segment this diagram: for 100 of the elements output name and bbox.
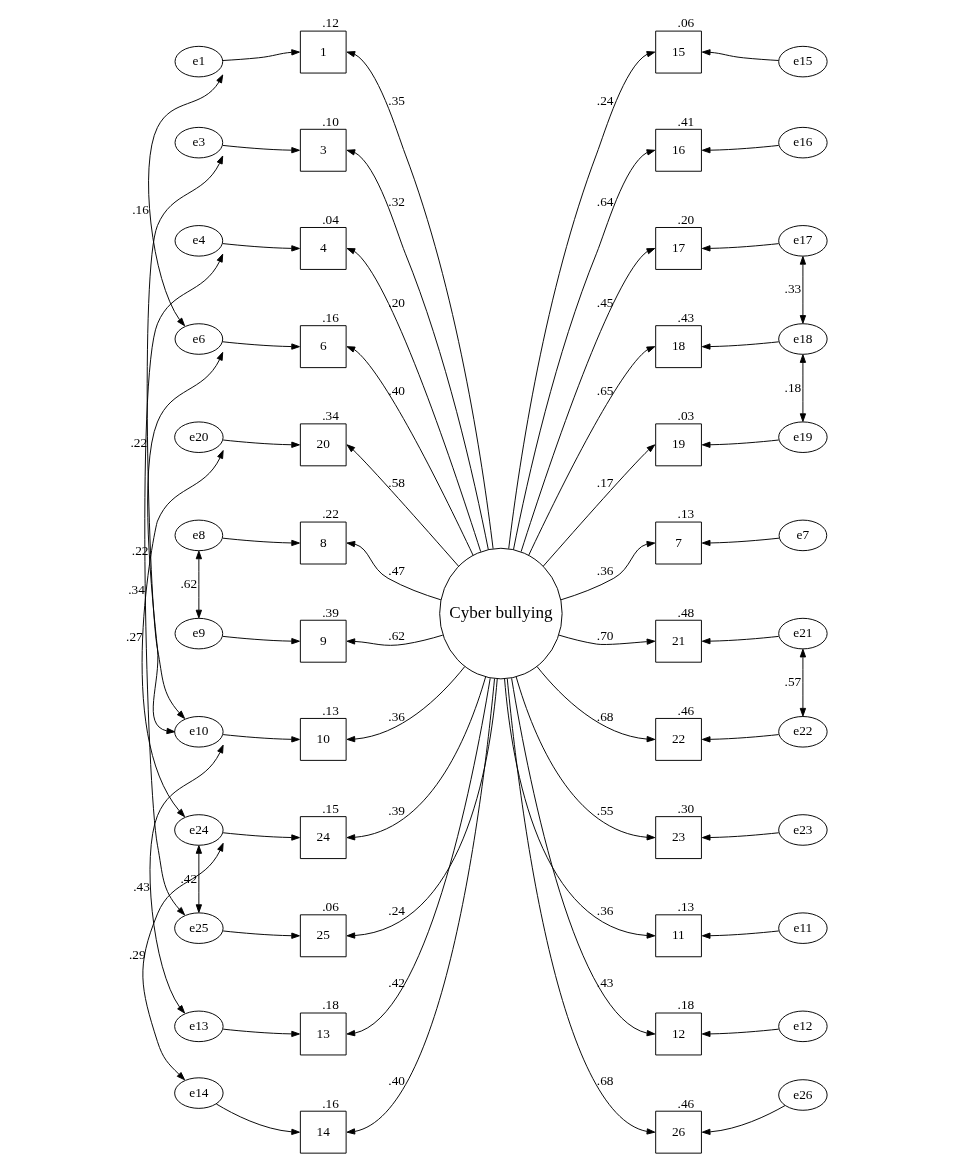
edge-label: .20 xyxy=(388,294,405,310)
arrow xyxy=(799,648,807,717)
node-box: 25 xyxy=(299,914,347,958)
arrow xyxy=(520,248,656,553)
node-ellipse: e14 xyxy=(174,1077,224,1109)
arrow xyxy=(346,444,459,567)
node-box: 7 xyxy=(655,521,702,565)
edge-label: .36 xyxy=(388,708,405,724)
arrow xyxy=(513,149,656,550)
arrow xyxy=(701,439,780,448)
arrow xyxy=(799,256,807,324)
node-box: 6 xyxy=(299,325,347,369)
arrow xyxy=(536,666,656,743)
node-ellipse: e20 xyxy=(174,421,224,453)
arrow xyxy=(701,930,780,939)
arrow xyxy=(542,444,656,567)
arrow xyxy=(195,845,202,913)
node-ellipse: e24 xyxy=(174,814,224,846)
arrow xyxy=(346,666,466,743)
node-ellipse: e6 xyxy=(174,323,224,355)
node-label: .16 xyxy=(322,1095,339,1111)
arrow xyxy=(701,1028,780,1038)
edge-label: .42 xyxy=(180,870,198,886)
arrow xyxy=(701,537,780,547)
node-ellipse: e8 xyxy=(174,519,224,552)
arrow xyxy=(508,51,656,550)
arrow xyxy=(222,635,300,645)
node-box: 18 xyxy=(655,325,702,369)
node-ellipse: e7 xyxy=(778,519,828,552)
node-ellipse: e3 xyxy=(174,126,224,159)
arrow xyxy=(511,677,656,1037)
node-ellipse: e9 xyxy=(174,617,224,650)
arrow xyxy=(346,248,482,553)
edge-label: .62 xyxy=(388,628,405,644)
node-ellipse: e10 xyxy=(174,716,224,748)
node-box: 24 xyxy=(299,816,347,860)
edge-label: .22 xyxy=(130,434,148,450)
node-label: .18 xyxy=(677,997,695,1013)
node-label: .13 xyxy=(322,702,339,718)
node-label: .43 xyxy=(677,310,695,326)
arrow xyxy=(506,678,656,1135)
node-ellipse: e25 xyxy=(174,912,224,944)
edge-label: .65 xyxy=(596,382,614,398)
node-label: .48 xyxy=(677,604,695,620)
edge-label: .57 xyxy=(784,674,802,690)
arrow xyxy=(346,678,498,939)
node-box: 17 xyxy=(655,227,702,270)
node-box: 1 xyxy=(299,30,347,74)
node-label: .20 xyxy=(677,211,695,227)
arrow xyxy=(346,540,442,601)
node-label: .39 xyxy=(322,604,339,620)
arrow xyxy=(215,1103,300,1135)
node-box: 26 xyxy=(655,1110,702,1154)
arrow xyxy=(558,634,656,645)
node-ellipse: e19 xyxy=(778,421,828,453)
node-label: .18 xyxy=(322,997,339,1013)
node-label: .41 xyxy=(677,113,695,129)
node-label: .10 xyxy=(322,113,339,129)
node-box: 12 xyxy=(655,1012,702,1056)
edge-label: .43 xyxy=(133,879,150,895)
arrow xyxy=(222,832,300,841)
arrow xyxy=(222,243,300,252)
arrow xyxy=(701,635,780,645)
edge-label: .29 xyxy=(128,947,146,963)
edge-label: .40 xyxy=(388,1072,405,1088)
node-box: 20 xyxy=(299,423,347,467)
node-box: 11 xyxy=(655,914,702,958)
arrow xyxy=(799,354,807,422)
node-label: .30 xyxy=(677,801,695,817)
edge-label: .68 xyxy=(596,708,614,724)
node-label: .16 xyxy=(322,310,339,326)
arrow xyxy=(560,540,656,601)
arrow xyxy=(222,439,300,448)
node-label: .46 xyxy=(677,702,695,718)
arrow xyxy=(146,155,224,719)
node-box: 21 xyxy=(655,619,702,663)
node-box: 19 xyxy=(655,423,702,467)
arrow xyxy=(346,677,491,1037)
edge-label: .16 xyxy=(132,202,149,218)
arrow xyxy=(346,51,494,550)
arrow xyxy=(147,351,224,735)
node-label: .34 xyxy=(322,408,339,424)
arrow xyxy=(222,537,300,547)
arrow xyxy=(346,676,487,841)
edge-label: .34 xyxy=(128,581,145,597)
arrow xyxy=(528,346,656,556)
node-box: 8 xyxy=(299,521,347,565)
edge-label: .55 xyxy=(596,802,614,818)
edge-label: .40 xyxy=(388,382,405,398)
edge-label: .35 xyxy=(388,92,405,108)
arrow xyxy=(701,1105,786,1135)
arrow xyxy=(142,842,224,1081)
edge-label: .43 xyxy=(596,975,614,991)
node-label: .06 xyxy=(677,15,695,31)
edge-label: .17 xyxy=(596,474,614,490)
node-box: 10 xyxy=(299,717,347,761)
arrow xyxy=(222,144,300,154)
node-ellipse: e22 xyxy=(778,716,828,748)
edge-label: .62 xyxy=(180,576,198,592)
edge-label: .64 xyxy=(596,193,614,209)
